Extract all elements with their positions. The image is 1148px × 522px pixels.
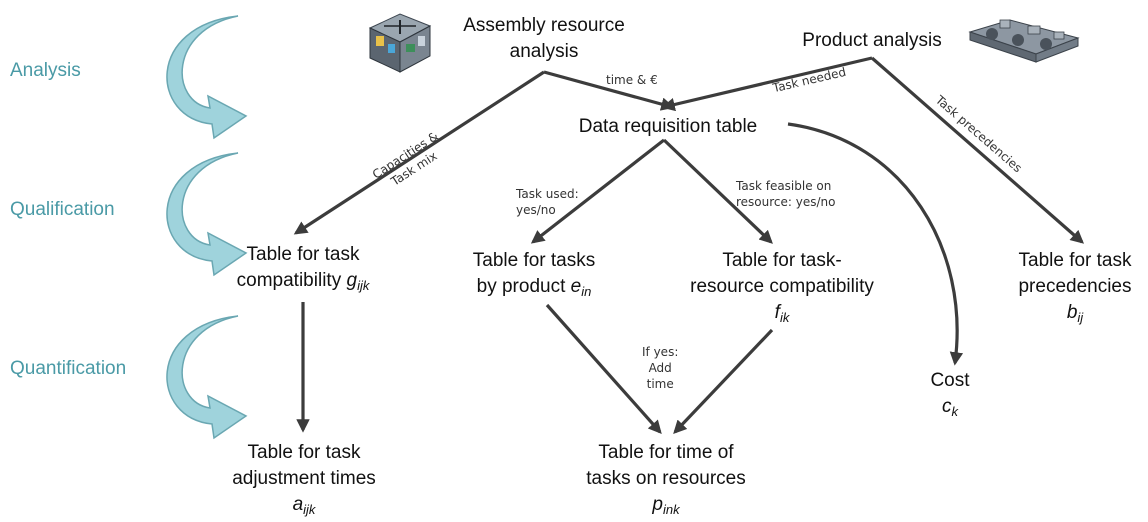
stage-quantification-label: Quantification (10, 358, 127, 379)
subscript: in (581, 284, 592, 299)
node-line: Table for task (247, 442, 361, 463)
node-task-resource-compatibility: Table for task- resource compatibility f… (672, 248, 892, 331)
edge-datareq-to-cost (787, 122, 964, 366)
edge-product-to-precedence (870, 56, 1085, 244)
subscript: ink (662, 502, 680, 517)
annotation-task-feasible: Task feasible on resource: yes/no (736, 179, 836, 209)
curved-arrow-icon (166, 15, 248, 140)
node-line: by product ein (476, 276, 592, 299)
symbol: b (1066, 302, 1078, 323)
node-line: bij (1002, 300, 1148, 331)
stage-qualification-label: Qualification (10, 199, 115, 220)
node-line: tasks on resources (586, 468, 746, 489)
product-model-icon (968, 19, 1080, 63)
node-line: Cost (930, 370, 970, 391)
symbol: f (774, 302, 780, 323)
symbol: p (652, 494, 663, 515)
node-line: Table for task- (722, 250, 842, 271)
symbol: g (346, 270, 358, 291)
subscript: ik (779, 310, 790, 325)
edge-assembly-to-datareq (543, 70, 675, 111)
node-task-adjustment-times: Table for task adjustment times aijk (212, 440, 396, 522)
node-time-of-tasks-on-resources: Table for time of tasks on resources pin… (566, 440, 766, 522)
node-line: compatibility gijk (236, 270, 370, 293)
assembly-cell-icon (368, 13, 432, 73)
symbol: c (942, 396, 952, 417)
node-line: Data requisition table (578, 116, 758, 137)
node-task-compatibility: Table for task compatibility gijk (208, 242, 398, 299)
annotation-task-used: Task used: yes/no (516, 187, 579, 217)
node-line: Table for time of (598, 442, 734, 463)
node-line: precedencies (1018, 276, 1132, 297)
node-line: pink (566, 492, 766, 522)
node-product-analysis: Product analysis (780, 28, 964, 54)
annotation-if-yes-add-time: If yes: Add time (642, 345, 679, 391)
stage-analysis-label: Analysis (10, 60, 81, 81)
edge-datareq-to-taskres (662, 138, 773, 244)
node-assembly-resource-analysis: Assembly resource analysis (434, 13, 654, 65)
annotation-time-euro: time & € (606, 73, 658, 87)
edge-datareq-to-tasksprod (530, 138, 665, 244)
curved-arrow-icon (166, 152, 248, 277)
node-line: Table for task (246, 244, 360, 265)
node-line: Product analysis (802, 30, 942, 51)
node-line: Table for tasks (472, 250, 596, 271)
node-cost: Cost ck (910, 368, 990, 425)
node-line: Assembly resource (463, 15, 625, 36)
node-data-requisition-table: Data requisition table (548, 114, 788, 140)
subscript: ijk (357, 278, 370, 293)
symbol: e (570, 276, 582, 297)
subscript: ij (1077, 310, 1084, 325)
node-line: analysis (509, 41, 579, 62)
edge-product-to-datareq (661, 56, 873, 112)
node-line: fik (672, 300, 892, 331)
symbol: a (292, 494, 304, 515)
node-line: ck (910, 394, 990, 425)
curved-arrow-icon (166, 315, 248, 440)
subscript: ijk (303, 502, 316, 517)
node-line: aijk (212, 492, 396, 522)
node-line: resource compatibility (690, 276, 874, 297)
node-line: adjustment times (232, 468, 376, 489)
node-task-precedencies: Table for task precedencies bij (1002, 248, 1148, 331)
node-line: Table for task (1018, 250, 1132, 271)
edge-assembly-to-compat (293, 70, 545, 235)
node-tasks-by-product: Table for tasks by product ein (448, 248, 620, 305)
edge-taskres-to-time (673, 328, 774, 434)
edge-tasksprod-to-time (545, 303, 662, 435)
subscript: k (951, 404, 959, 419)
